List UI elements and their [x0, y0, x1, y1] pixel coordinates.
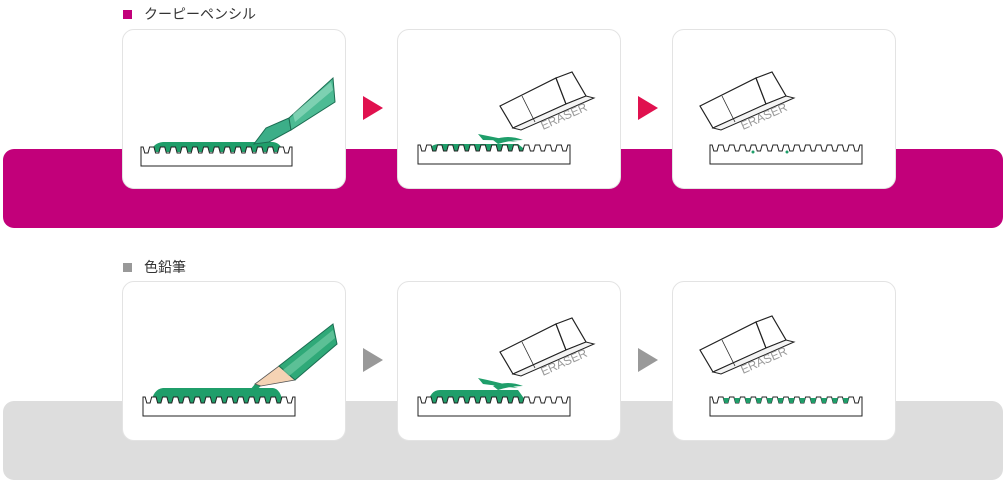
- colored-pencil-icon: [250, 323, 338, 392]
- section-title: クーピーペンシル: [144, 7, 256, 23]
- paper-comb: [142, 396, 296, 417]
- residue-mark: [777, 398, 784, 403]
- eraser-icon: ERASER: [499, 317, 596, 379]
- coupy-erasing-illustration: ERASER: [417, 71, 596, 165]
- paper-comb: [140, 146, 293, 167]
- pencil-draw-illustration: [142, 323, 338, 417]
- paper-comb: [709, 144, 863, 165]
- next-arrow-icon: [363, 96, 383, 120]
- residue-mark: [788, 398, 795, 403]
- paper-comb: [417, 396, 571, 417]
- coupy-draw-illustration: [140, 76, 336, 167]
- residue-mark: [831, 398, 838, 403]
- eraser-icon: ERASER: [699, 71, 796, 133]
- paper-comb: [709, 396, 863, 417]
- residue-mark: [744, 398, 752, 403]
- section-label-coupy: クーピーペンシル: [123, 4, 256, 24]
- next-arrow-icon: [363, 348, 383, 372]
- next-arrow-icon: [638, 348, 658, 372]
- next-arrow-icon: [638, 96, 658, 120]
- pencil-residue-illustration: ERASER: [699, 315, 863, 417]
- residue-mark: [799, 398, 806, 403]
- coupy-pencil-icon: [252, 76, 336, 145]
- step-card-pencil-erasing: ERASER: [397, 281, 621, 441]
- pencil-erasing-illustration: ERASER: [417, 317, 596, 417]
- residue-mark: [820, 398, 828, 403]
- section-label-colored-pencil: 色鉛筆: [123, 257, 186, 277]
- eraser-icon: ERASER: [699, 315, 796, 377]
- step-card-coupy-draw: [122, 29, 346, 189]
- step-card-coupy-erasing: ERASER: [397, 29, 621, 189]
- step-card-pencil-residue: ERASER: [672, 281, 896, 441]
- residue-mark: [755, 398, 762, 403]
- magenta-square-icon: [123, 9, 132, 19]
- residue-mark: [723, 398, 730, 403]
- residue-mark: [810, 398, 817, 403]
- residue-mark: [734, 398, 741, 403]
- residue-mark: [842, 398, 849, 403]
- step-card-pencil-draw: [122, 281, 346, 441]
- pigment-residue: [723, 398, 849, 403]
- paper-comb: [417, 144, 571, 165]
- eraser-icon: ERASER: [499, 71, 596, 133]
- gray-square-icon: [123, 262, 132, 272]
- step-card-coupy-erased: ERASER: [672, 29, 896, 189]
- coupy-erased-illustration: ERASER: [699, 71, 863, 165]
- residue-mark: [766, 398, 773, 403]
- section-title: 色鉛筆: [144, 260, 186, 276]
